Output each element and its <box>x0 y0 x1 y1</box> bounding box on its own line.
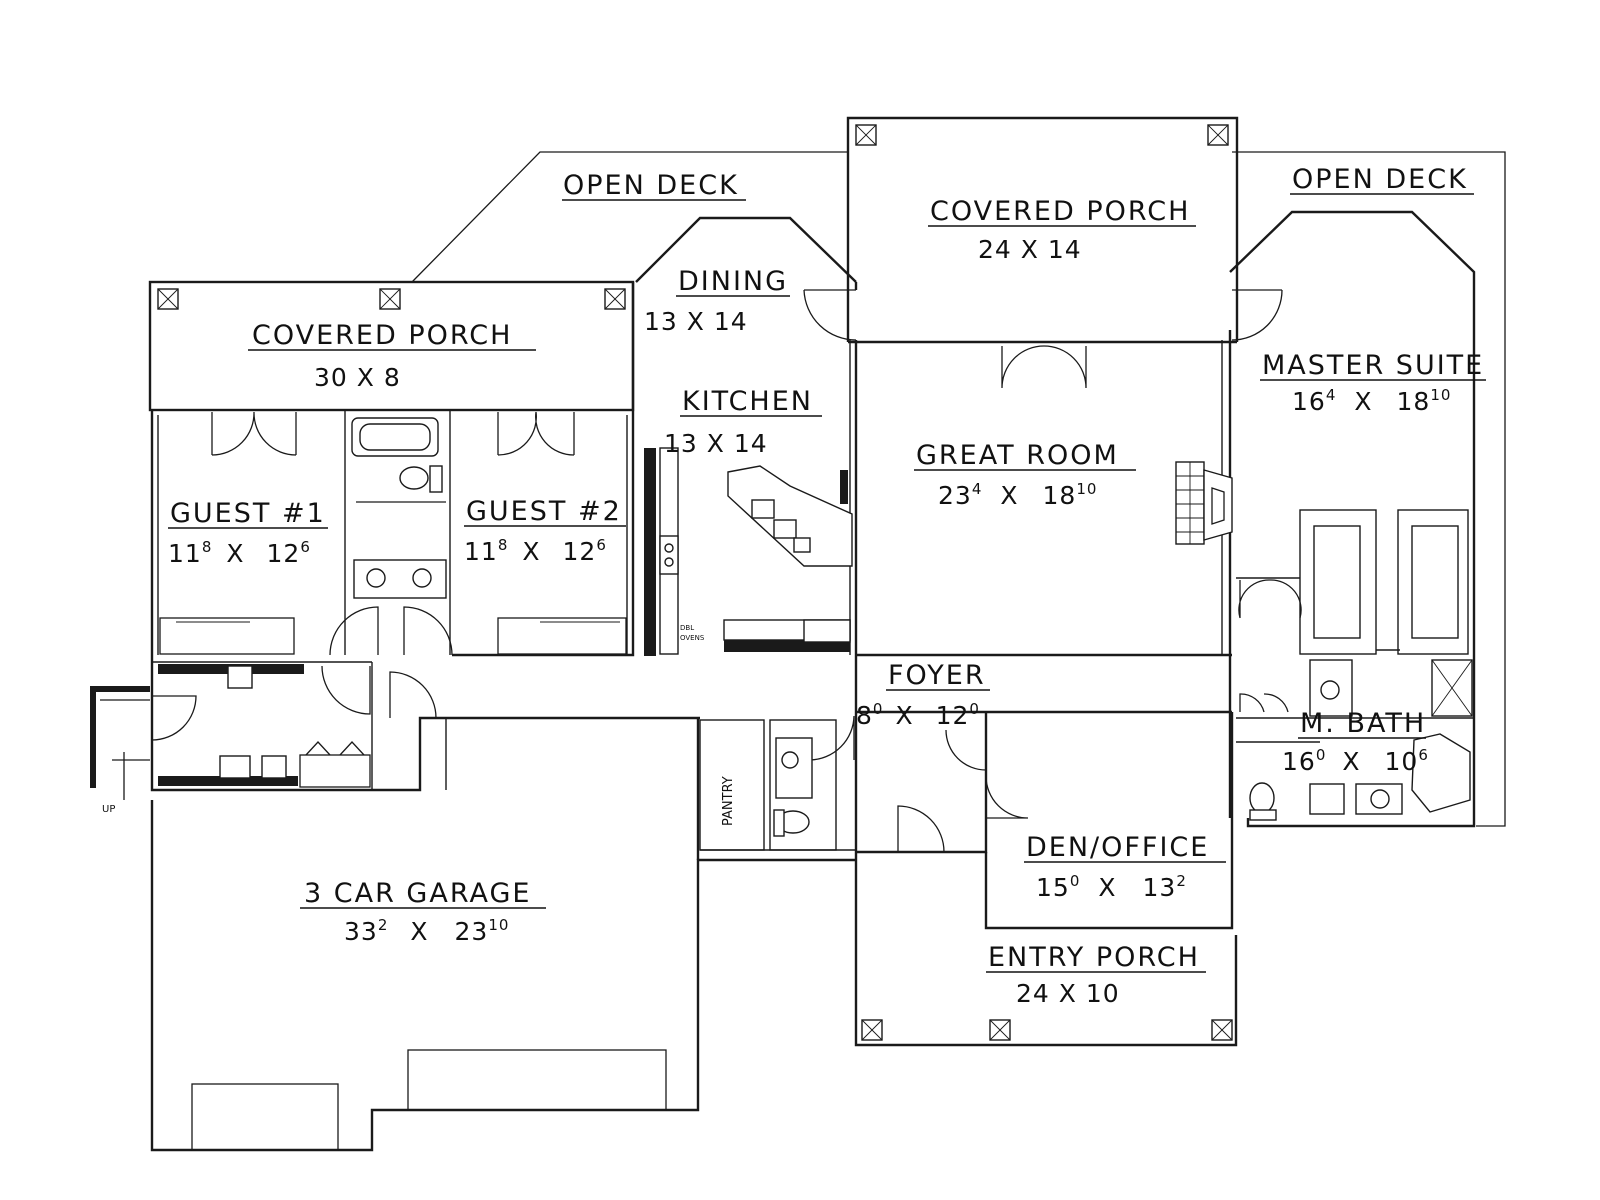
fixtures <box>158 417 1473 837</box>
exterior-walls <box>150 210 1476 1152</box>
great-room-label: GREAT ROOM <box>916 440 1119 471</box>
dbl-label: DBL <box>680 624 694 632</box>
garage-steps <box>191 1049 667 1151</box>
entry-porch-dims: 24 X 10 <box>1016 979 1120 1008</box>
post <box>157 288 179 310</box>
interior-walls <box>152 340 1474 851</box>
den-office-label: DEN/OFFICE <box>1026 832 1209 863</box>
ovens-label: OVENS <box>680 634 705 642</box>
post <box>1207 124 1229 146</box>
post <box>604 288 626 310</box>
post <box>855 124 877 146</box>
covered-porch-left-label: COVERED PORCH <box>252 320 512 351</box>
dining-dims: 13 X 14 <box>644 307 748 336</box>
fireplace <box>1175 461 1233 545</box>
covered-porch-center-label: COVERED PORCH <box>930 196 1190 227</box>
doors <box>151 289 1302 853</box>
covered-porch-center-dims: 24 X 14 <box>978 235 1082 264</box>
entry-porch-label: ENTRY PORCH <box>988 942 1200 973</box>
kitchen-dims: 13 X 14 <box>664 429 768 458</box>
pantry-label: PANTRY <box>721 776 736 826</box>
post <box>989 1019 1011 1041</box>
porch-posts <box>157 124 1233 1041</box>
master-bath-label: M. BATH <box>1300 708 1426 739</box>
covered-porch-center-outline <box>846 116 1239 344</box>
dining-label: DINING <box>678 266 788 297</box>
open-deck-left-label: OPEN DECK <box>563 170 739 201</box>
entry-stair: UP <box>90 686 150 815</box>
post <box>861 1019 883 1041</box>
post <box>1211 1019 1233 1041</box>
guest2-label: GUEST #2 <box>466 496 622 527</box>
left-open-deck-outline <box>411 151 848 283</box>
kitchen-fixtures <box>644 447 853 656</box>
master-suite-label: MASTER SUITE <box>1262 350 1484 381</box>
right-open-deck-outline <box>1232 151 1506 827</box>
post <box>379 288 401 310</box>
kitchen-label: KITCHEN <box>682 386 813 417</box>
room-labels: OPEN DECK OPEN DECK COVERED PORCH 24 X 1… <box>168 164 1486 1008</box>
garage-label: 3 CAR GARAGE <box>304 878 531 909</box>
covered-porch-left-dims: 30 X 8 <box>314 363 401 392</box>
open-deck-right-label: OPEN DECK <box>1292 164 1468 195</box>
closet-rods <box>159 617 627 788</box>
stair-up-label: UP <box>102 804 115 815</box>
guest1-label: GUEST #1 <box>170 498 326 529</box>
foyer-label: FOYER <box>888 660 986 691</box>
